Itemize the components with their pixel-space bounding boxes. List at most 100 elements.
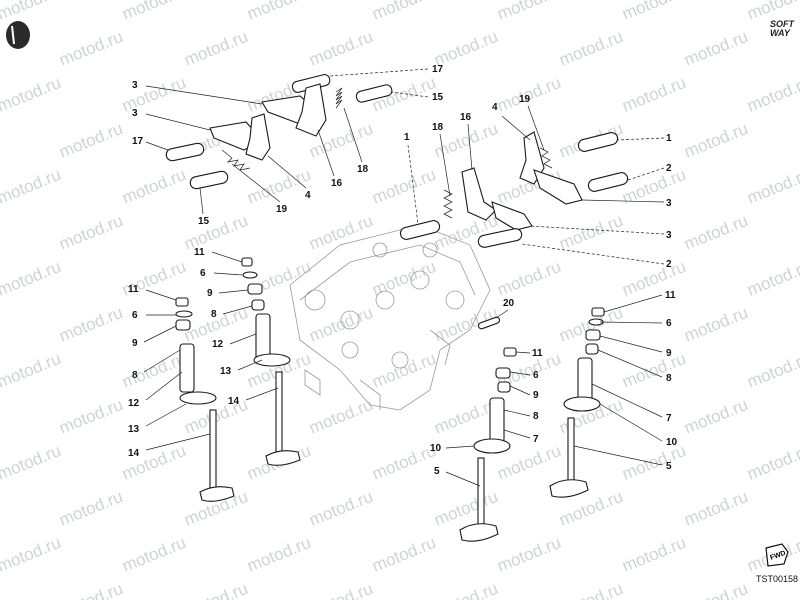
- watermark-text: motod.ru: [494, 0, 563, 24]
- leader-line: [509, 371, 531, 376]
- callout-label: 9: [207, 288, 213, 299]
- brand-line-1: SOFT: [770, 19, 794, 29]
- watermark-text: motod.ru: [306, 487, 375, 530]
- callout-label: 8: [666, 373, 672, 384]
- rocker-arm-3-left: [209, 113, 271, 161]
- watermark-text: motod.ru: [369, 165, 438, 208]
- watermark-text: motod.ru: [0, 257, 64, 300]
- leader-line: [229, 333, 257, 345]
- callout-label: 5: [434, 466, 440, 477]
- spring-19-right: [539, 147, 553, 169]
- watermark-text: motod.ru: [56, 303, 125, 346]
- rocker-shaft-15-left: [189, 170, 229, 190]
- watermark-text: motod.ru: [431, 579, 500, 600]
- callout-label: 9: [132, 338, 138, 349]
- watermark-text: motod.ru: [681, 27, 750, 70]
- watermark-text: motod.ru: [56, 119, 125, 162]
- watermark-text: motod.ru: [0, 27, 1, 70]
- leader-line: [199, 187, 204, 215]
- callout-label: 19: [519, 94, 531, 105]
- callout-label: 5: [666, 461, 672, 472]
- brand-logo-icon: [6, 21, 30, 49]
- leader-line: [231, 163, 281, 203]
- watermark-text: motod.ru: [681, 303, 750, 346]
- leader-line: [627, 167, 665, 181]
- watermark-text: motod.ru: [681, 395, 750, 438]
- callout-label: 19: [276, 204, 288, 215]
- callout-label: 8: [533, 411, 539, 422]
- rocker-arm-16-center: [461, 167, 497, 221]
- watermark-text: motod.ru: [619, 257, 688, 300]
- callout-label: 13: [128, 424, 140, 435]
- rocker-shaft-15-top: [355, 84, 393, 103]
- leader-line: [145, 289, 177, 301]
- watermark-text: motod.ru: [744, 165, 800, 208]
- watermark-text: motod.ru: [244, 0, 313, 24]
- callout-label: 12: [128, 398, 140, 409]
- rocker-arm-3-center: [491, 201, 533, 231]
- watermark-text: motod.ru: [619, 0, 688, 24]
- leader-line: [145, 141, 169, 151]
- watermark-text: motod.ru: [181, 27, 250, 70]
- callout-label: 9: [533, 390, 539, 401]
- watermark-text: motod.ru: [56, 395, 125, 438]
- callout-label: 4: [492, 102, 498, 113]
- watermark-text: motod.ru: [119, 73, 188, 116]
- watermark-text: motod.ru: [0, 211, 1, 254]
- callout-label: 10: [666, 437, 678, 448]
- callout-label: 4: [305, 190, 311, 201]
- callout-label: 8: [132, 370, 138, 381]
- callout-label: 6: [132, 310, 138, 321]
- leader-line: [529, 225, 665, 235]
- watermark-text: motod.ru: [181, 579, 250, 600]
- callout-label: 2: [666, 163, 672, 174]
- callout-label: 13: [220, 366, 232, 377]
- valve-stack-center: [459, 347, 517, 542]
- callout-label: 3: [132, 80, 138, 91]
- callout-label: 10: [430, 443, 442, 454]
- callout-label: 8: [211, 309, 217, 320]
- leader-line: [599, 321, 663, 324]
- leader-line: [503, 429, 531, 439]
- watermark-text: motod.ru: [119, 349, 188, 392]
- watermark-text: motod.ru: [306, 395, 375, 438]
- rocker-shaft-1-right: [577, 132, 619, 152]
- watermark-text: motod.ru: [369, 533, 438, 576]
- watermark-text: motod.ru: [744, 349, 800, 392]
- watermark-text: motod.ru: [431, 487, 500, 530]
- watermark-text: motod.ru: [0, 73, 64, 116]
- leader-line: [143, 349, 181, 373]
- rocker-shaft-2-right: [587, 172, 629, 192]
- callout-label: 6: [533, 370, 539, 381]
- leader-line: [145, 433, 211, 451]
- valve-stack-left-outer: [175, 297, 235, 502]
- watermark-text: motod.ru: [369, 441, 438, 484]
- watermark-text: motod.ru: [369, 349, 438, 392]
- watermark-text: motod.ru: [0, 395, 1, 438]
- leader-line: [211, 251, 243, 263]
- leader-line: [218, 289, 249, 294]
- watermark-text: motod.ru: [681, 119, 750, 162]
- watermark-text: motod.ru: [0, 119, 1, 162]
- callout-label: 16: [331, 178, 343, 189]
- watermark-text: motod.ru: [744, 257, 800, 300]
- callout-label: 1: [404, 132, 410, 143]
- leader-line: [521, 243, 665, 265]
- watermark-text: motod.ru: [0, 349, 64, 392]
- callout-label: 17: [132, 136, 144, 147]
- brand-wordmark: SOFT WAY: [770, 20, 794, 38]
- brand-line-2: WAY: [770, 28, 790, 38]
- watermark-text: motod.ru: [0, 165, 64, 208]
- watermark-text: motod.ru: [0, 487, 1, 530]
- leader-line: [343, 107, 363, 163]
- leader-line: [467, 123, 473, 171]
- callout-label: 3: [666, 230, 672, 241]
- callout-label: 17: [432, 64, 444, 75]
- watermark-text: motod.ru: [494, 257, 563, 300]
- watermark-text: motod.ru: [306, 579, 375, 600]
- rocker-shaft-1-center: [399, 220, 441, 240]
- watermark-text: motod.ru: [681, 211, 750, 254]
- rocker-arm-4-right: [519, 131, 583, 205]
- watermark-text: motod.ru: [0, 533, 64, 576]
